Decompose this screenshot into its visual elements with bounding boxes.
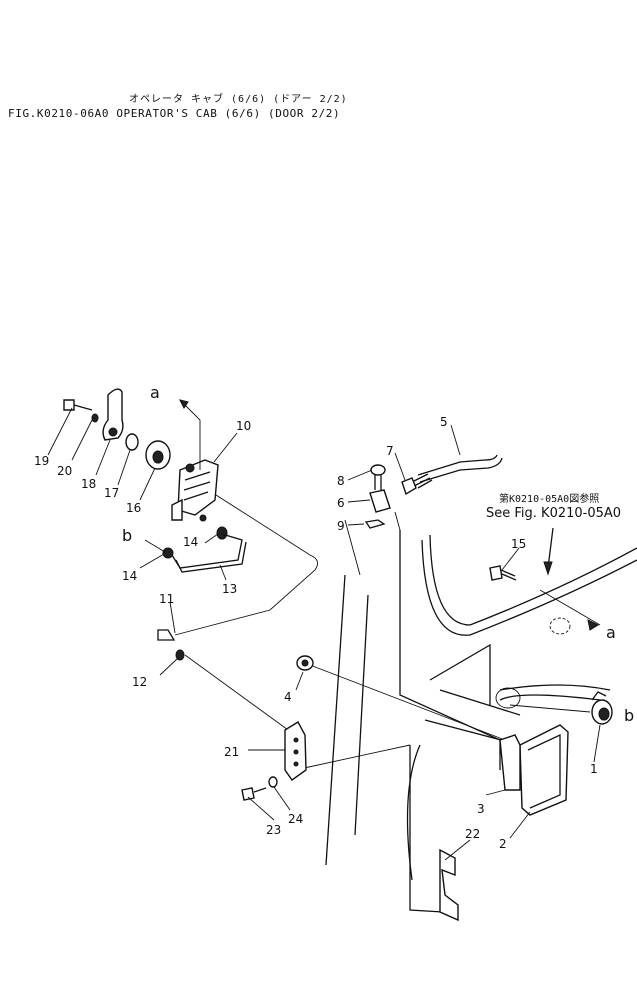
- handle-18: [102, 388, 124, 441]
- door-hole: [495, 687, 521, 709]
- callout-5: 5: [440, 415, 448, 429]
- handle-cover-2: [519, 724, 569, 816]
- arrow-a-line: [179, 399, 201, 470]
- callout-22: 22: [465, 827, 480, 841]
- title-japanese: オペレータ キャブ (6/6) (ドアー 2/2): [129, 94, 348, 105]
- nut-12: [175, 649, 185, 661]
- block-6: [369, 489, 391, 513]
- callout-17: 17: [104, 486, 119, 500]
- bolt-23: [241, 787, 267, 801]
- callout-9: 9: [337, 519, 345, 533]
- cup-16: [145, 440, 171, 470]
- reference-english: See Fig. K0210-05A0: [486, 506, 622, 521]
- callout-16: 16: [126, 501, 141, 515]
- ring-17: [125, 433, 139, 451]
- latch-21: [284, 721, 307, 781]
- washer-24: [268, 776, 278, 788]
- callout-24: 24: [288, 812, 303, 826]
- figure-title: FIG.K0210-06A0 OPERATOR'S CAB (6/6) (DOO…: [8, 107, 341, 120]
- callout-7: 7: [386, 444, 394, 458]
- pin-9: [364, 519, 386, 529]
- callout-13: 13: [222, 582, 237, 596]
- rod-13-edge: [175, 541, 247, 573]
- callout-3: 3: [477, 802, 485, 816]
- arrow-a-head: [179, 399, 189, 409]
- callout-23: 23: [266, 823, 281, 837]
- callout-11: 11: [159, 592, 174, 606]
- leader-lines: [174, 494, 601, 771]
- cab-frame: [325, 519, 637, 913]
- reference-japanese: 第K0210-05A0図参照: [499, 494, 600, 505]
- grommet-4-center: [301, 659, 309, 667]
- callout-6: 6: [337, 496, 345, 510]
- callout-2: 2: [499, 837, 507, 851]
- hole-outline: [549, 617, 571, 635]
- reference-arrow: [547, 527, 554, 569]
- clip-11: [157, 629, 176, 641]
- callout-18: 18: [81, 477, 96, 491]
- arrow-b-line: [144, 539, 166, 553]
- callout-12: 12: [132, 675, 147, 689]
- letter-a-left: a: [150, 383, 160, 402]
- callout-20: 20: [57, 464, 72, 478]
- washer-20: [91, 413, 99, 423]
- callout-10: 10: [236, 419, 251, 433]
- callout-21: 21: [224, 745, 239, 759]
- callout-15: 15: [511, 537, 526, 551]
- lock-cylinder-1: [591, 691, 613, 725]
- bolt-19: [63, 399, 93, 411]
- callout-19: 19: [34, 454, 49, 468]
- rod-5: [411, 454, 503, 489]
- nut-14-lower: [162, 547, 174, 559]
- callout-1: 1: [590, 762, 598, 776]
- callout-14-upper: 14: [183, 535, 198, 549]
- lock-10: [171, 459, 219, 522]
- plate-22: [439, 848, 459, 922]
- callout-4: 4: [284, 690, 292, 704]
- nut-14-upper: [216, 526, 228, 540]
- nut-7: [401, 477, 417, 496]
- callout-14-lower: 14: [122, 569, 137, 583]
- bracket-3: [499, 734, 521, 791]
- pin-8: [370, 464, 386, 490]
- reference-arrow-head: [543, 561, 553, 576]
- arrow-a-right-head: [587, 619, 600, 631]
- callout-leaders: [47, 407, 601, 861]
- letter-a-right: a: [606, 623, 616, 642]
- letter-b-left: b: [122, 526, 132, 545]
- letter-b-right: b: [624, 706, 634, 725]
- callout-8: 8: [337, 474, 345, 488]
- bolt-15: [489, 565, 517, 581]
